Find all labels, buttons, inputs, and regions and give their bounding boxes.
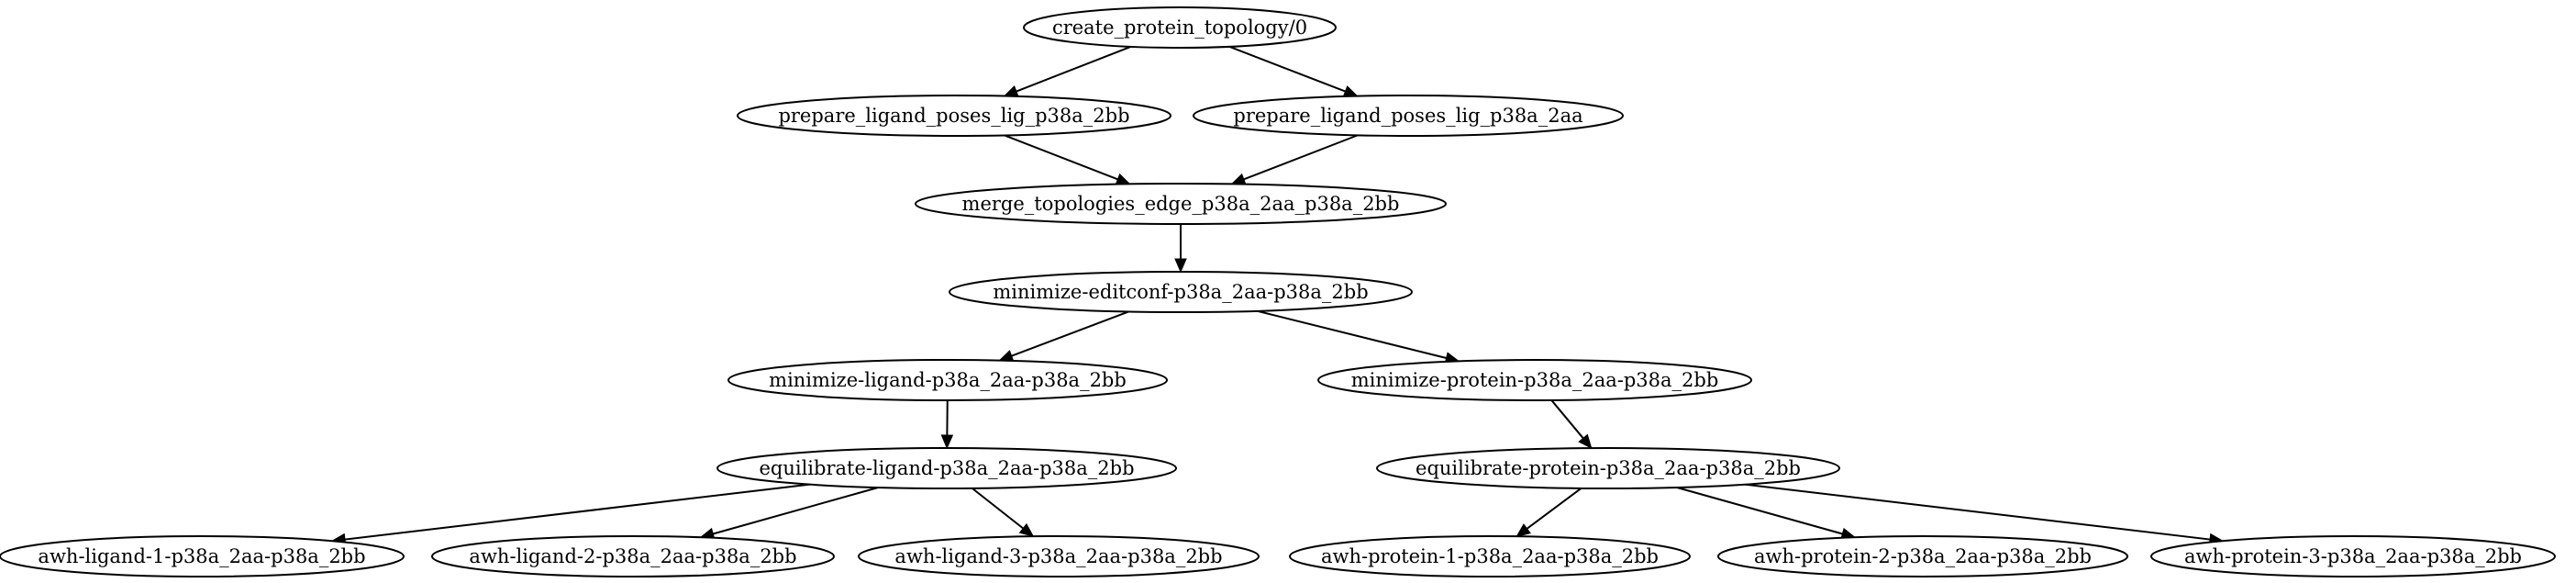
- edge-n8-n13: [1676, 487, 1857, 540]
- node-label: awh-ligand-1-p38a_2aa-p38a_2bb: [38, 545, 365, 567]
- node-label: minimize-editconf-p38a_2aa-p38a_2bb: [993, 281, 1368, 303]
- node-label: awh-protein-1-p38a_2aa-p38a_2bb: [1321, 545, 1659, 567]
- node-awh-protein-2-p38a-2aa-p38a-2bb: awh-protein-2-p38a_2aa-p38a_2bb: [1717, 535, 2128, 577]
- node-ellipse: [1023, 6, 1337, 49]
- node-awh-ligand-2-p38a-2aa-p38a-2bb: awh-ligand-2-p38a_2aa-p38a_2bb: [431, 535, 835, 577]
- node-equilibrate-ligand-p38a-2aa-p38a-2bb: equilibrate-ligand-p38a_2aa-p38a_2bb: [716, 447, 1177, 489]
- node-merge-topologies-edge-p38a-2aa-p38a-2bb: merge_topologies_edge_p38a_2aa_p38a_2bb: [915, 183, 1447, 225]
- node-minimize-protein-p38a-2aa-p38a-2bb: minimize-protein-p38a_2aa-p38a_2bb: [1317, 359, 1752, 401]
- edge-line: [1016, 45, 1131, 93]
- node-ellipse: [737, 95, 1171, 137]
- node-ellipse: [1717, 535, 2128, 577]
- node-ellipse: [431, 535, 835, 577]
- node-label: prepare_ligand_poses_lig_p38a_2bb: [778, 105, 1129, 127]
- edge-n3-n4: [1174, 224, 1187, 274]
- edge-arrowhead: [998, 350, 1015, 362]
- edge-arrowhead: [1003, 85, 1019, 97]
- node-minimize-editconf-p38a-2aa-p38a-2bb: minimize-editconf-p38a_2aa-p38a_2bb: [949, 271, 1413, 313]
- node-ellipse: [949, 271, 1413, 313]
- edge-n7-n9: [330, 483, 810, 546]
- edge-n8-n14: [1745, 483, 2225, 546]
- edge-arrowhead: [1174, 258, 1187, 274]
- edge-line: [1745, 483, 2211, 541]
- node-create-protein-topology-0: create_protein_topology/0: [1023, 6, 1337, 49]
- node-ellipse: [1376, 447, 1840, 489]
- edge-n1-n3: [1004, 134, 1131, 185]
- node-ellipse: [0, 535, 405, 577]
- edge-line: [1676, 487, 1843, 535]
- node-prepare-ligand-poses-lig-p38a-2bb: prepare_ligand_poses_lig_p38a_2bb: [737, 95, 1171, 137]
- node-minimize-ligand-p38a-2aa-p38a-2bb: minimize-ligand-p38a_2aa-p38a_2bb: [727, 359, 1168, 401]
- edge-arrowhead: [940, 434, 954, 450]
- graph-nodes: create_protein_topology/0 prepare_ligand_…: [0, 6, 2556, 577]
- edge-line: [713, 487, 879, 535]
- edge-n6-n8: [1550, 399, 1593, 450]
- node-awh-ligand-1-p38a-2aa-p38a-2bb: awh-ligand-1-p38a_2aa-p38a_2bb: [0, 535, 405, 577]
- graph-edges: [330, 45, 2225, 546]
- node-ellipse: [716, 447, 1177, 489]
- node-label: create_protein_topology/0: [1052, 17, 1307, 39]
- node-ellipse: [2150, 535, 2556, 577]
- edge-n0-n1: [1003, 45, 1131, 97]
- edge-n7-n11: [972, 488, 1035, 537]
- edge-n4-n6: [1257, 309, 1460, 364]
- edge-line: [1243, 134, 1359, 181]
- node-ellipse: [727, 359, 1168, 401]
- node-label: equilibrate-protein-p38a_2aa-p38a_2bb: [1416, 457, 1801, 479]
- node-label: awh-protein-3-p38a_2aa-p38a_2bb: [2184, 545, 2522, 567]
- node-label: merge_topologies_edge_p38a_2aa_p38a_2bb: [962, 193, 1400, 215]
- edge-line: [1526, 488, 1582, 530]
- node-label: awh-protein-2-p38a_2aa-p38a_2bb: [1754, 545, 2092, 567]
- edge-arrowhead: [1230, 173, 1247, 185]
- node-label: awh-ligand-3-p38a_2aa-p38a_2bb: [894, 545, 1222, 567]
- node-awh-ligand-3-p38a-2aa-p38a-2bb: awh-ligand-3-p38a_2aa-p38a_2bb: [858, 535, 1260, 577]
- node-awh-protein-1-p38a-2aa-p38a-2bb: awh-protein-1-p38a_2aa-p38a_2bb: [1289, 535, 1691, 577]
- edge-n0-n2: [1228, 45, 1359, 97]
- node-label: equilibrate-ligand-p38a_2aa-p38a_2bb: [759, 457, 1134, 479]
- node-ellipse: [858, 535, 1260, 577]
- node-equilibrate-protein-p38a-2aa-p38a-2bb: equilibrate-protein-p38a_2aa-p38a_2bb: [1376, 447, 1840, 489]
- edge-n5-n7: [940, 399, 954, 450]
- edge-line: [972, 488, 1024, 530]
- node-ellipse: [1317, 359, 1752, 401]
- node-label: prepare_ligand_poses_lig_p38a_2aa: [1233, 105, 1582, 127]
- edge-arrowhead: [1578, 433, 1593, 450]
- edge-line: [344, 483, 810, 541]
- node-label: minimize-protein-p38a_2aa-p38a_2bb: [1351, 369, 1719, 391]
- edge-n4-n5: [998, 310, 1129, 362]
- edge-n2-n3: [1230, 134, 1359, 185]
- edge-arrowhead: [1115, 173, 1131, 185]
- edge-arrowhead: [1516, 523, 1531, 537]
- edge-line: [1257, 309, 1447, 359]
- edge-arrowhead: [1018, 522, 1035, 537]
- node-ellipse: [915, 183, 1447, 225]
- node-label: minimize-ligand-p38a_2aa-p38a_2bb: [769, 369, 1127, 391]
- node-ellipse: [1193, 95, 1624, 137]
- edge-line: [1011, 310, 1129, 357]
- node-prepare-ligand-poses-lig-p38a-2aa: prepare_ligand_poses_lig_p38a_2aa: [1193, 95, 1624, 137]
- edge-line: [1550, 399, 1584, 439]
- node-label: awh-ligand-2-p38a_2aa-p38a_2bb: [469, 545, 796, 567]
- node-ellipse: [1289, 535, 1691, 577]
- edge-line: [1228, 45, 1346, 93]
- edge-arrowhead: [1342, 85, 1359, 97]
- edge-n8-n12: [1516, 488, 1582, 537]
- edge-line: [1004, 134, 1118, 181]
- node-awh-protein-3-p38a-2aa-p38a-2bb: awh-protein-3-p38a_2aa-p38a_2bb: [2150, 535, 2556, 577]
- edge-n7-n10: [699, 487, 879, 540]
